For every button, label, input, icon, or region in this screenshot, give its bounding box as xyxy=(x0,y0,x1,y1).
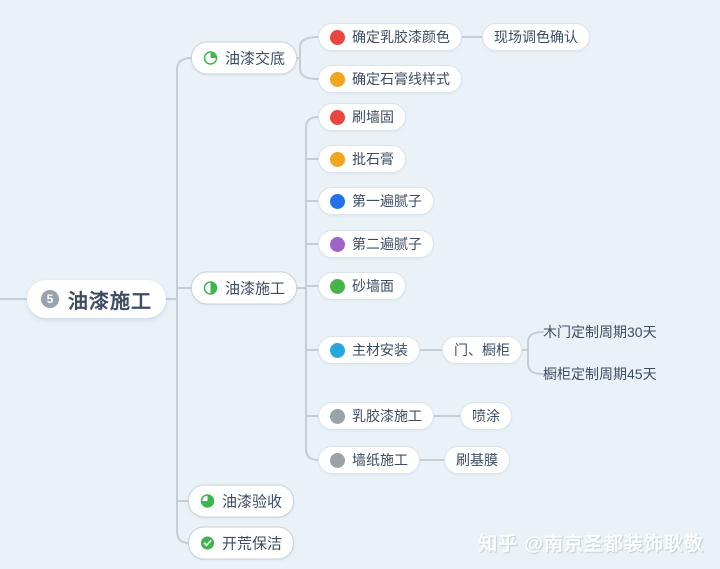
child-node-second-putty[interactable]: 第二遍腻子 xyxy=(318,230,434,258)
child-label: 确定石膏线样式 xyxy=(352,71,450,87)
child-node-main-material-install[interactable]: 主材安装 xyxy=(318,336,420,364)
connector-construction-trunk xyxy=(305,116,319,461)
child-node-wall-primer[interactable]: 刷墙固 xyxy=(318,103,406,131)
check-circle-icon xyxy=(200,536,215,551)
child-label: 刷基膜 xyxy=(456,452,498,468)
bullet-dot xyxy=(330,29,345,45)
child-node-spray-coating[interactable]: 喷涂 xyxy=(460,402,512,430)
branch-node-paint-acceptance[interactable]: 油漆验收 xyxy=(188,484,295,518)
child-label: 主材安装 xyxy=(352,342,408,358)
bullet-dot xyxy=(330,71,345,87)
bullet-dot xyxy=(330,109,345,125)
child-node-first-putty[interactable]: 第一遍腻子 xyxy=(318,187,434,215)
child-label: 现场调色确认 xyxy=(494,29,578,45)
child-node-base-film[interactable]: 刷基膜 xyxy=(444,446,510,474)
child-label: 确定乳胶漆颜色 xyxy=(352,29,450,45)
pie-quarter-icon xyxy=(203,51,218,66)
child-node-onsite-color-confirm[interactable]: 现场调色确认 xyxy=(482,23,590,51)
branch-label: 开荒保洁 xyxy=(222,535,283,553)
connector-door-fork xyxy=(527,331,544,375)
root-node[interactable]: 5 油漆施工 xyxy=(27,280,166,318)
child-node-sand-wall[interactable]: 砂墙面 xyxy=(318,272,406,300)
child-node-plaster-line-style[interactable]: 确定石膏线样式 xyxy=(318,65,462,93)
branch-label: 油漆施工 xyxy=(225,280,286,298)
bullet-dot xyxy=(330,452,345,468)
child-label: 批石膏 xyxy=(352,151,394,167)
child-node-wallpaper-work[interactable]: 墙纸施工 xyxy=(318,446,420,474)
bullet-dot xyxy=(330,278,345,294)
branch-node-paint-briefing[interactable]: 油漆交底 xyxy=(191,41,298,75)
child-label: 乳胶漆施工 xyxy=(352,408,422,424)
child-label: 刷墙固 xyxy=(352,109,394,125)
child-label: 墙纸施工 xyxy=(352,452,408,468)
branch-node-paint-construction[interactable]: 油漆施工 xyxy=(191,271,298,305)
bullet-dot xyxy=(330,236,345,252)
connector-main-trunk xyxy=(176,57,192,544)
child-node-latex-color[interactable]: 确定乳胶漆颜色 xyxy=(318,23,462,51)
branch-label: 油漆验收 xyxy=(222,493,283,511)
child-label: 砂墙面 xyxy=(352,278,394,294)
zhihu-watermark: 知乎 @南京圣都装饰耿敬 xyxy=(478,534,704,555)
child-node-latex-paint-work[interactable]: 乳胶漆施工 xyxy=(318,402,434,430)
leaf-node-wood-door-period[interactable]: 木门定制周期30天 xyxy=(543,324,657,340)
child-node-gypsum[interactable]: 批石膏 xyxy=(318,145,406,173)
child-label: 喷涂 xyxy=(472,408,500,424)
pie-half-icon xyxy=(203,281,218,296)
pie-three-quarter-icon xyxy=(200,494,215,509)
child-label: 第一遍腻子 xyxy=(352,193,422,209)
root-label: 油漆施工 xyxy=(68,290,152,313)
child-label: 第二遍腻子 xyxy=(352,236,422,252)
leaf-node-cabinet-period[interactable]: 橱柜定制周期45天 xyxy=(543,366,657,382)
child-label: 门、橱柜 xyxy=(454,342,510,358)
root-number-badge: 5 xyxy=(41,290,59,308)
child-node-door-cabinet[interactable]: 门、橱柜 xyxy=(442,336,522,364)
connector-briefing-fork xyxy=(299,36,319,80)
bullet-dot xyxy=(330,408,345,424)
branch-node-initial-cleaning[interactable]: 开荒保洁 xyxy=(188,526,295,560)
branch-label: 油漆交底 xyxy=(225,50,286,68)
bullet-dot xyxy=(330,342,345,358)
bullet-dot xyxy=(330,193,345,209)
bullet-dot xyxy=(330,151,345,167)
